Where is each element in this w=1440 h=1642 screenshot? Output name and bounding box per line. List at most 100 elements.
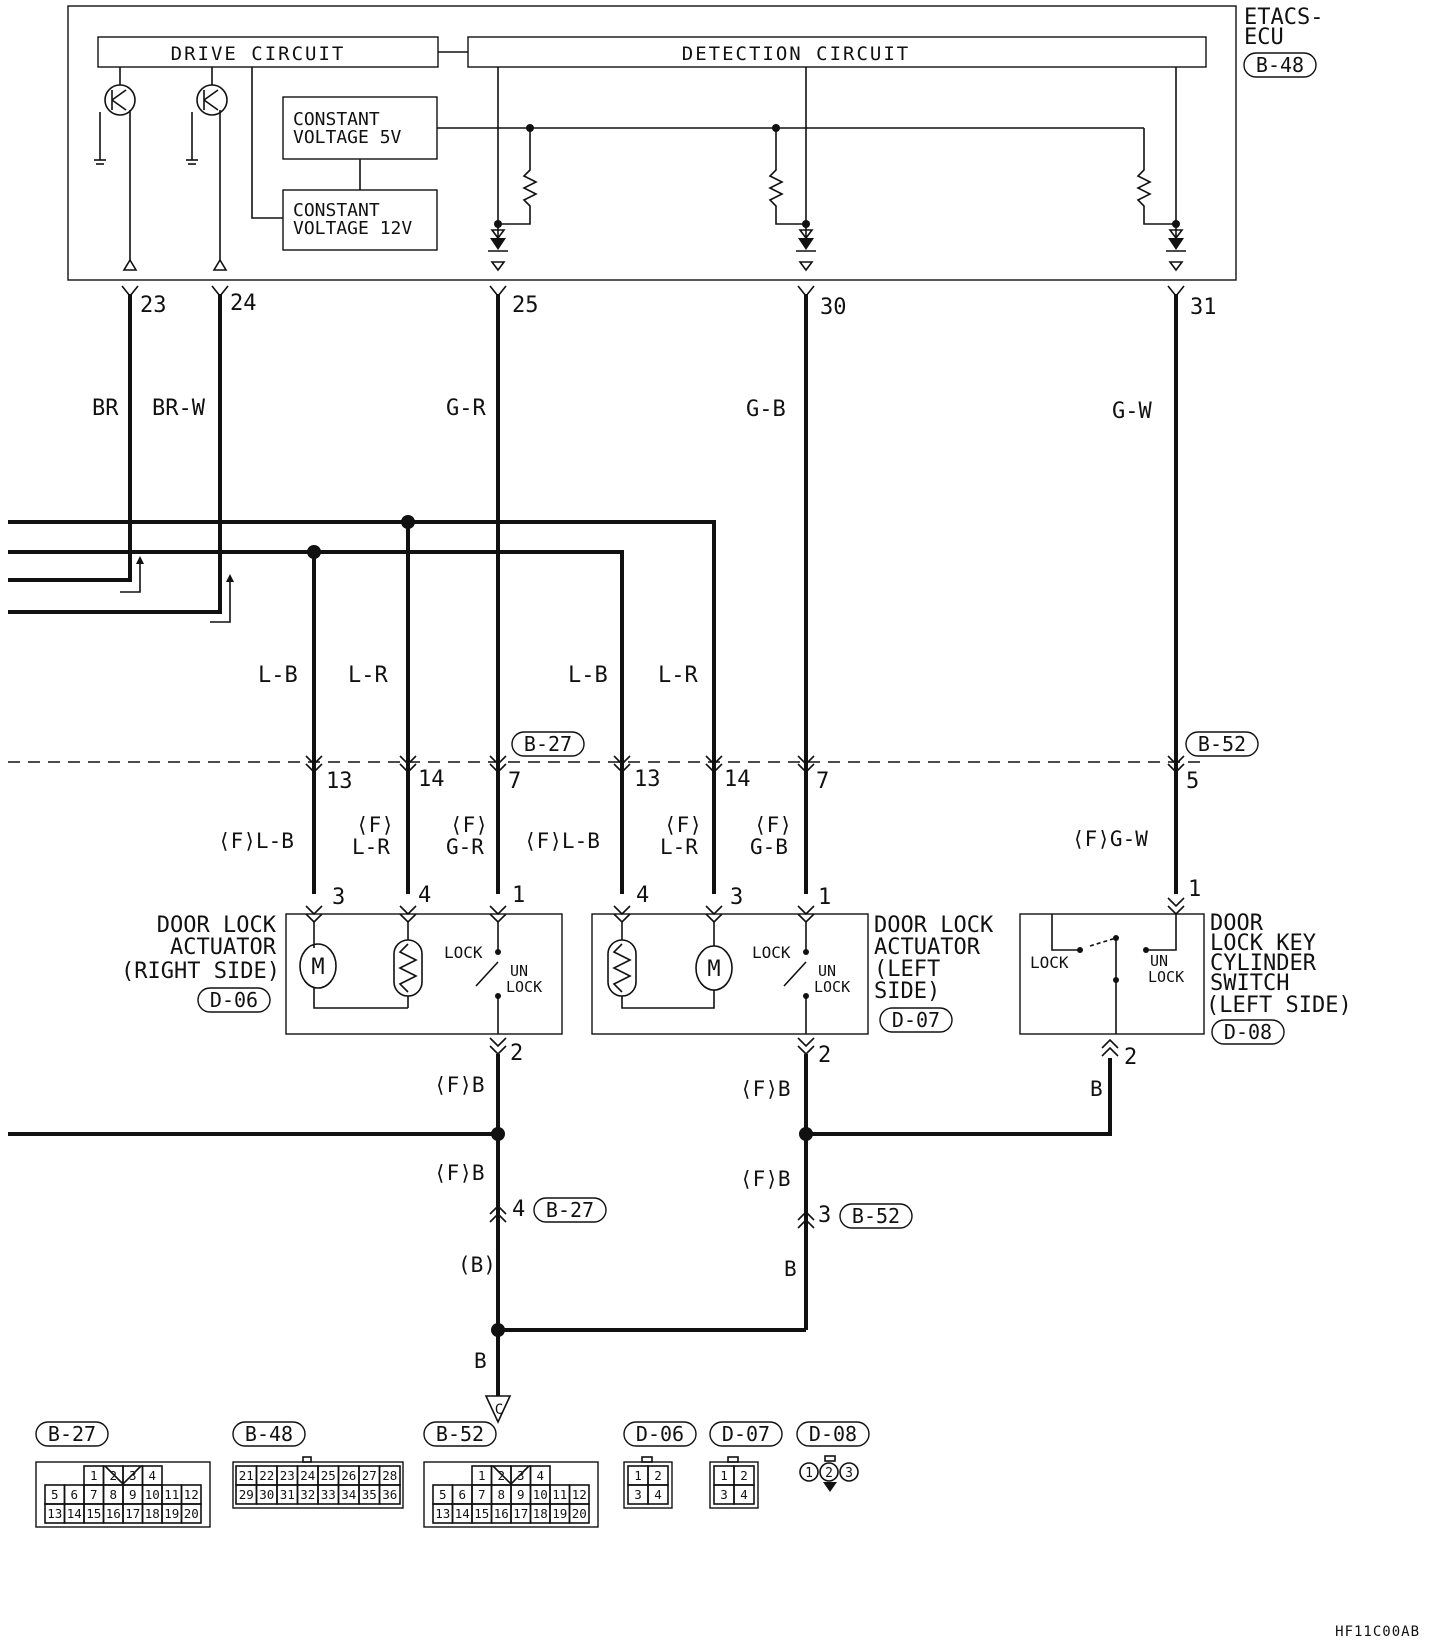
legend-pin: 16 — [106, 1506, 121, 1521]
fb-right-1: ⟨F⟩B — [434, 1073, 485, 1097]
legend-pin: 16 — [494, 1506, 509, 1521]
flr-left-1: ⟨F⟩ — [664, 813, 702, 837]
legend-pin: 26 — [341, 1468, 356, 1483]
key-switch-title-1: DOOR — [1210, 911, 1264, 936]
actuator-right-lock: LOCK — [444, 943, 483, 962]
legend-pin: 6 — [70, 1487, 78, 1502]
legend-pin: 3 — [720, 1487, 728, 1502]
legend-pin: 9 — [517, 1487, 525, 1502]
b27-lower-badge — [533, 1197, 607, 1223]
actuator-right-box — [285, 913, 563, 1035]
legend-pin: 12 — [572, 1487, 587, 1502]
ecu-title-line2: ECU — [1244, 25, 1284, 50]
legend-pin: 35 — [362, 1487, 377, 1502]
ground-wiring: ⟨F⟩B ⟨F⟩B ⟨F⟩B ⟨F⟩B B 4 B-27 3 B-52 (B) … — [8, 1054, 1112, 1424]
actuator-left-title-4: SIDE) — [874, 979, 940, 1004]
key-switch-pin-2: 2 — [1124, 1045, 1137, 1070]
legend-pin: 2 — [740, 1468, 748, 1483]
ecu-title-line1: ETACS- — [1244, 5, 1323, 30]
cv12-line1: CONSTANT — [293, 200, 380, 221]
fb-left-1: ⟨F⟩B — [740, 1077, 791, 1101]
b27-pin-7: 7 — [508, 769, 521, 794]
ecu-pin-terminals: 23 24 25 30 31 — [121, 285, 1217, 320]
actuator-right-pin-1: 1 — [512, 883, 525, 908]
legend-pin: 9 — [129, 1487, 137, 1502]
legend-pin: 17 — [513, 1506, 528, 1521]
b27-lower-pin-4: 4 — [512, 1197, 525, 1222]
actuator-left-pin-1: 1 — [818, 885, 831, 910]
legend-pin: 25 — [321, 1468, 336, 1483]
heater-icon — [393, 939, 423, 997]
ecu-outline — [67, 5, 1237, 281]
wire-lb-right: L-B — [258, 663, 298, 688]
legend-pin: 24 — [300, 1468, 315, 1483]
paren-b: (B) — [458, 1253, 496, 1277]
b27-pin-14: 14 — [418, 767, 445, 792]
ground-icon — [484, 1395, 512, 1424]
actuator-right-pin-4: 4 — [418, 883, 431, 908]
etacs-ecu: ETACS- ECU B-48 DRIVE CIRCUIT DETECTION … — [67, 5, 1323, 281]
fgr-right-2: G-R — [446, 835, 484, 859]
b52-lower-label: B-52 — [852, 1204, 900, 1228]
lower-wire-labels: ⟨F⟩L-B ⟨F⟩ L-R ⟨F⟩ G-R ⟨F⟩L-B ⟨F⟩ L-R ⟨F… — [218, 813, 1148, 859]
legend-pin: 15 — [86, 1506, 101, 1521]
door-lock-actuator-left: 4 3 1 M LOCK UN LOCK DOOR LOCK ACTUATOR … — [591, 883, 994, 1068]
wire-gr: G-R — [446, 396, 486, 421]
legend-pin: 2 — [825, 1466, 833, 1481]
actuator-right-motor: M — [311, 955, 324, 980]
fb-right-2: ⟨F⟩B — [434, 1161, 485, 1185]
actuator-right-title-1: DOOR LOCK — [157, 913, 277, 938]
actuator-left-pin-2: 2 — [818, 1043, 831, 1068]
key-switch-title-4: SWITCH — [1210, 971, 1289, 996]
legend-pin: 36 — [382, 1487, 397, 1502]
legend-pin: 5 — [439, 1487, 447, 1502]
actuator-left-pin-4: 4 — [636, 883, 649, 908]
legend-pin: 22 — [259, 1468, 274, 1483]
junction-connectors: B-27 B-52 13 14 7 13 14 7 5 — [8, 731, 1259, 794]
legend-pin: 1 — [478, 1468, 486, 1483]
cv12-line2: VOLTAGE 12V — [293, 218, 412, 239]
legend-pin: 3 — [634, 1487, 642, 1502]
legend-pin: 10 — [533, 1487, 548, 1502]
legend-pin: 33 — [321, 1487, 336, 1502]
legend-pin: 11 — [552, 1487, 567, 1502]
actuator-right-title-2: ACTUATOR — [170, 935, 277, 960]
legend-pin: 3 — [129, 1468, 137, 1483]
actuator-right-unlock-1: UN — [510, 962, 528, 980]
b-main: B — [474, 1349, 487, 1373]
actuator-left-title-3: (LEFT — [874, 957, 940, 982]
legend-pin: 12 — [184, 1487, 199, 1502]
d08-badge — [1211, 1019, 1285, 1045]
legend-pin: 19 — [164, 1506, 179, 1521]
flr-left-2: L-R — [660, 835, 698, 859]
b27-upper-badge — [511, 731, 585, 757]
b52-upper-badge — [1185, 731, 1259, 757]
legend-label: B-52 — [436, 1422, 484, 1446]
legend-pin: 3 — [845, 1466, 853, 1481]
legend-pin: 32 — [300, 1487, 315, 1502]
flr-right-2: L-R — [352, 835, 390, 859]
drive-circuit-label: DRIVE CIRCUIT — [171, 43, 346, 65]
legend-pin: 13 — [435, 1506, 450, 1521]
motor-icon — [695, 945, 733, 991]
b27-lower-label: B-27 — [546, 1198, 594, 1222]
junction-markers — [305, 755, 1185, 774]
actuator-right-pin-2: 2 — [510, 1041, 523, 1066]
wire-lr-right: L-R — [348, 663, 388, 688]
legend-pin: 4 — [148, 1468, 156, 1483]
detection-channels — [488, 67, 1186, 272]
legend-pin: 18 — [533, 1506, 548, 1521]
legend-pin: 21 — [239, 1468, 254, 1483]
heater-icon — [607, 939, 637, 997]
legend-pin: 14 — [455, 1506, 470, 1521]
legend-pin: 20 — [184, 1506, 199, 1521]
actuator-left-lock: LOCK — [752, 943, 791, 962]
b52-lower-pin-3: 3 — [818, 1203, 831, 1228]
legend-pin: 8 — [497, 1487, 505, 1502]
actuator-right-pin-3: 3 — [332, 885, 345, 910]
key-switch-title-5: (LEFT SIDE) — [1206, 993, 1352, 1018]
key-switch-title-3: CYLINDER — [1210, 951, 1317, 976]
